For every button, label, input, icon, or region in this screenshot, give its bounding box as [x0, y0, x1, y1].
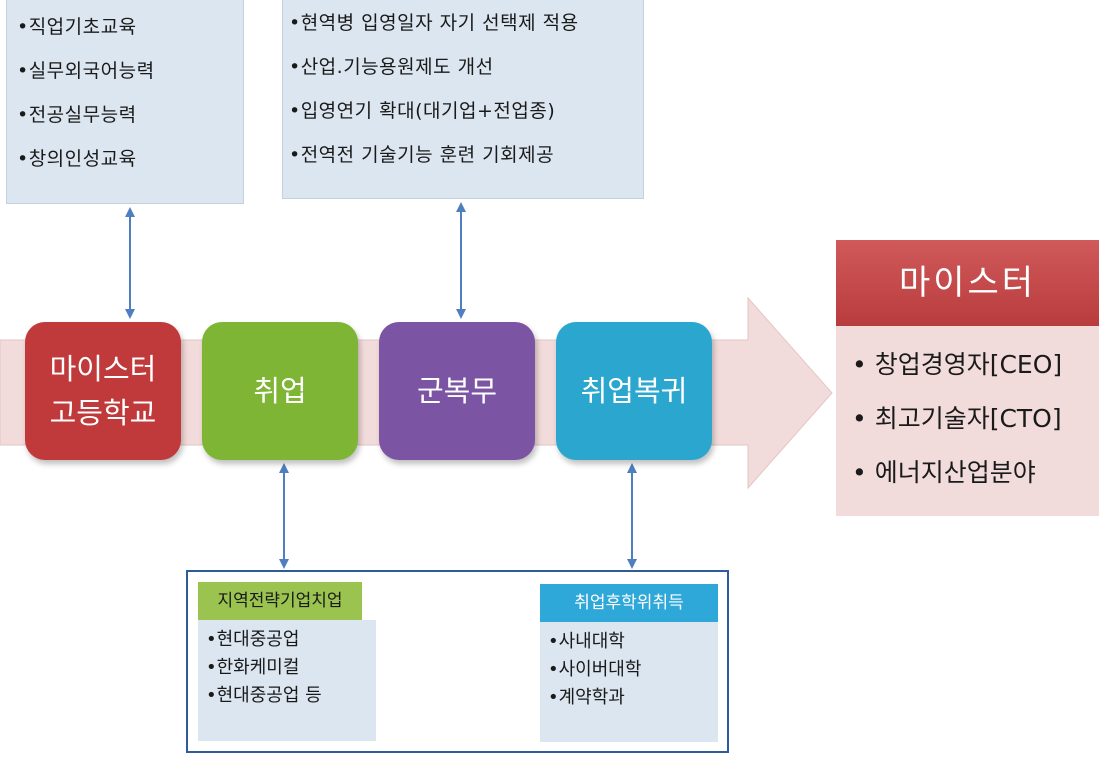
- list-item: • 창업경영자[CEO]: [852, 350, 1063, 379]
- stage-label: 마이스터 고등학교: [49, 352, 157, 430]
- school-skills-box: •직업기초교육 •실무외국어능력 •전공실무능력 •창의인성교육: [6, 0, 244, 204]
- employment-header: 지역전략기업치업: [198, 582, 362, 620]
- employment-list: •현대중공업 •한화케미컬 •현대중공업 등: [198, 620, 376, 741]
- list-item: •현역병 입영일자 자기 선택제 적용: [289, 12, 579, 34]
- military-policy-box: •현역병 입영일자 자기 선택제 적용 •산업.기능용원제도 개선 •입영연기 …: [282, 0, 644, 199]
- list-item: •한화케미컬: [206, 657, 300, 678]
- list-item: •전역전 기술기능 훈련 기회제공: [289, 144, 555, 166]
- list-item: •사내대학: [548, 631, 625, 652]
- result-title: 마이스터: [836, 240, 1099, 326]
- stage-return-to-work: 취업복귀: [556, 322, 712, 460]
- list-item: •산업.기능용원제도 개선: [289, 56, 494, 78]
- result-body: • 창업경영자[CEO] • 최고기술자[CTO] • 에너지산업분야: [836, 326, 1099, 516]
- stage-label: 취업복귀: [580, 374, 688, 408]
- stage-label: 군복무: [416, 374, 498, 408]
- degree-list: •사내대학 •사이버대학 •계약학과: [540, 622, 718, 742]
- list-item: • 최고기술자[CTO]: [852, 404, 1062, 433]
- list-item: •사이버대학: [548, 659, 642, 680]
- list-item: •현대중공업: [206, 629, 300, 650]
- list-item: •직업기초교육: [17, 16, 137, 38]
- list-item: •창의인성교육: [17, 148, 137, 170]
- list-item: •현대중공업 등: [206, 685, 322, 706]
- stage-meister-school: 마이스터 고등학교: [25, 322, 181, 460]
- list-item: •계약학과: [548, 687, 625, 708]
- list-item: •전공실무능력: [17, 104, 137, 126]
- degree-header: 취업후학위취득: [540, 584, 718, 622]
- stage-military-service: 군복무: [379, 322, 535, 460]
- list-item: •실무외국어능력: [17, 60, 155, 82]
- list-item: • 에너지산업분야: [852, 458, 1036, 487]
- stage-label: 취업: [253, 374, 307, 408]
- stage-employment: 취업: [202, 322, 358, 460]
- list-item: •입영연기 확대(대기업+전업종): [289, 100, 556, 122]
